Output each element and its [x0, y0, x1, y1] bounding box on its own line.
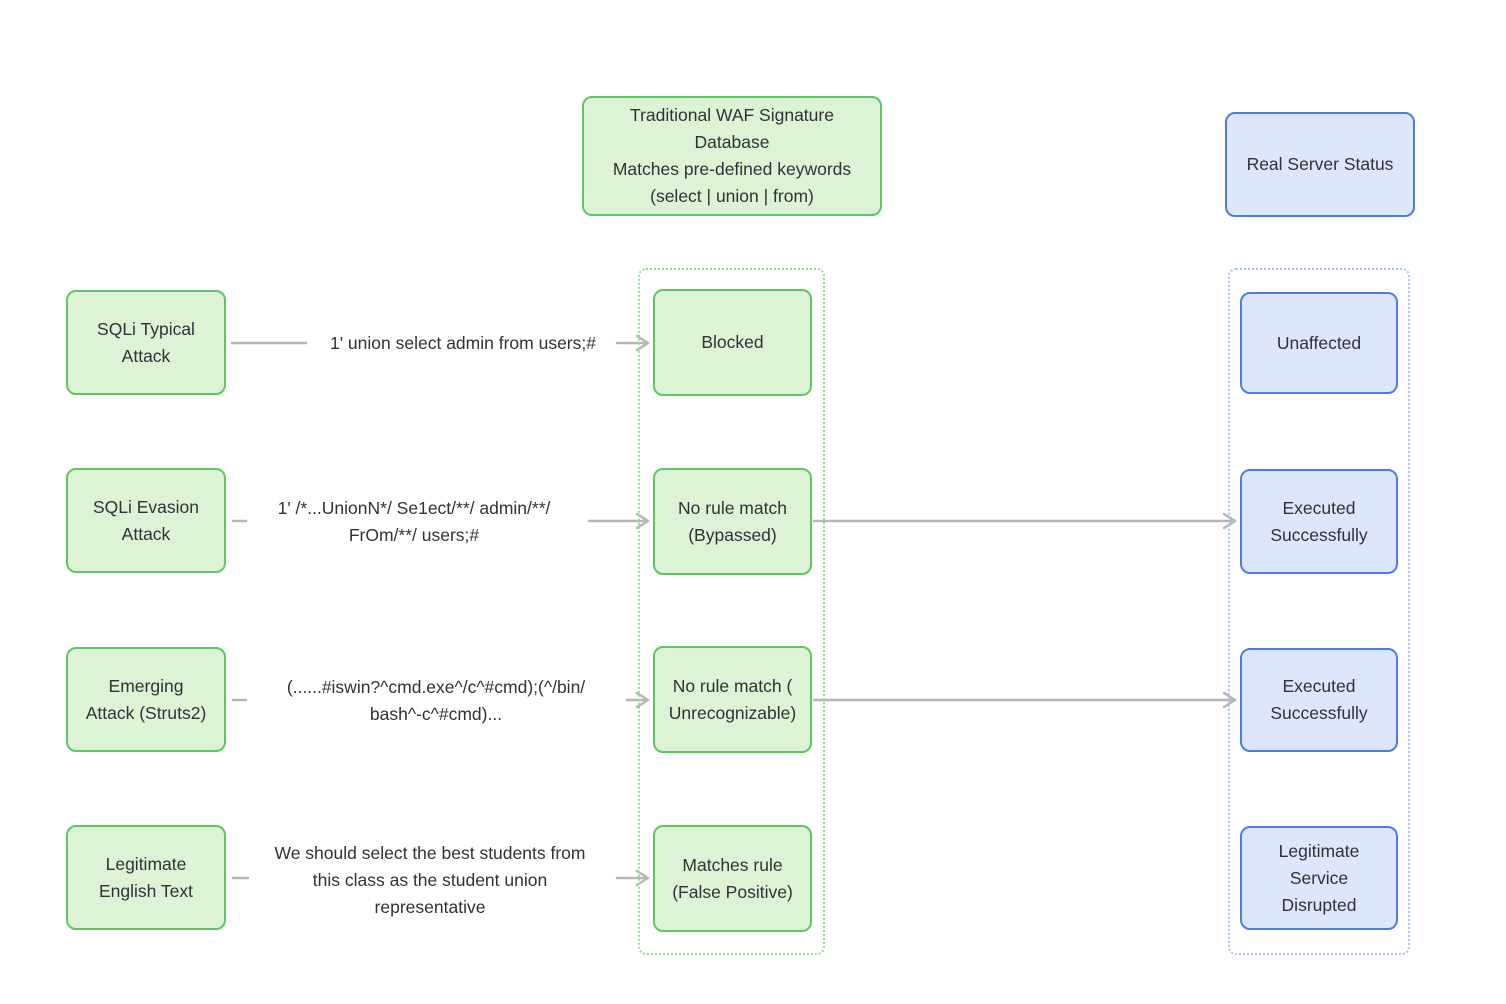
waf-results-lane — [638, 268, 825, 955]
waf-result-node-false-positive: Matches rule (False Positive) — [653, 825, 812, 932]
payload-label-row3: (......#iswin?^cmd.exe^/c^#cmd);(^/bin/ … — [286, 677, 586, 724]
server-status-node-executed-1: Executed Successfully — [1240, 469, 1398, 574]
waf-result-node-bypassed: No rule match (Bypassed) — [653, 468, 812, 575]
waf-result-node-unrecognizable: No rule match ( Unrecognizable) — [653, 646, 812, 753]
source-node-sqli-typical: SQLi Typical Attack — [66, 290, 226, 395]
server-status-node-service-disrupted: Legitimate Service Disrupted — [1240, 826, 1398, 930]
payload-label-row1: 1' union select admin from users;# — [330, 333, 596, 353]
server-status-lane — [1228, 268, 1410, 955]
payload-label-row2: 1' /*...UnionN*/ Se1ect/**/ admin/**/ Fr… — [277, 498, 551, 545]
source-node-sqli-evasion: SQLi Evasion Attack — [66, 468, 226, 573]
server-status-node-unaffected: Unaffected — [1240, 292, 1398, 394]
source-node-emerging-attack: Emerging Attack (Struts2) — [66, 647, 226, 752]
server-status-node-executed-2: Executed Successfully — [1240, 648, 1398, 752]
source-node-legitimate-text: Legitimate English Text — [66, 825, 226, 930]
payload-label-row4: We should select the best students from … — [274, 843, 586, 917]
real-server-status-header: Real Server Status — [1225, 112, 1415, 217]
waf-result-node-blocked: Blocked — [653, 289, 812, 396]
waf-signature-database-header: Traditional WAF Signature Database Match… — [582, 96, 882, 216]
